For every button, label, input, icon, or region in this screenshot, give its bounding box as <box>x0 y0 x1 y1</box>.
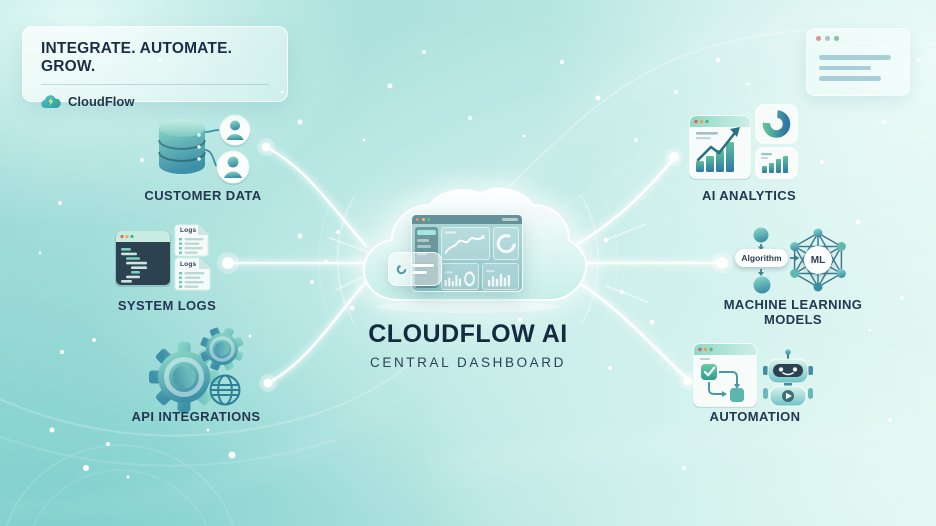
gear-small-icon <box>200 327 244 371</box>
bar-chart-panel <box>481 263 519 291</box>
brand-name: CloudFlow <box>68 94 135 109</box>
window-dot-red <box>816 35 821 41</box>
mini-donut-icon <box>396 264 407 274</box>
dashboard-titlebar <box>412 215 522 224</box>
automation-label: AUTOMATION <box>709 409 801 424</box>
robot-icon <box>763 349 813 407</box>
window-dot-yellow <box>421 218 425 221</box>
database-user-links <box>204 129 220 167</box>
line-chart-panel <box>441 227 490 261</box>
globe-icon <box>209 374 241 406</box>
mini-card-lines <box>412 264 434 274</box>
user-badge-icon <box>216 150 250 186</box>
bar-chart-icon <box>755 147 798 179</box>
gear-large-icon <box>149 342 219 412</box>
workflow-window-icon <box>693 343 757 408</box>
particle-dots <box>38 50 920 479</box>
titlebar-pill <box>502 218 518 221</box>
browser-window-icon <box>806 28 910 96</box>
header-card: INTEGRATE. AUTOMATE. GROW. CloudFlow <box>22 26 288 109</box>
api-integrations-label: API INTEGRATIONS <box>131 409 261 424</box>
pie-chart-icon <box>755 104 798 144</box>
bar-chart-panel <box>441 263 479 291</box>
center-title-block: CLOUDFLOW AI CENTRAL DASHBOARD <box>318 320 618 370</box>
database-icon <box>158 119 206 174</box>
window-dot-green <box>834 35 839 41</box>
window-dot-grey <box>825 35 830 41</box>
log-doc-title: Logs <box>180 227 197 234</box>
log-document-icon <box>174 224 209 257</box>
log-document-icon <box>174 257 211 291</box>
divider <box>41 84 269 85</box>
ml-models-label: MACHINE LEARNING MODELS <box>723 297 863 327</box>
donut-chart-panel <box>492 227 519 261</box>
algorithm-pill: Algorithm <box>735 249 788 267</box>
code-window-icon <box>115 231 171 287</box>
ai-analytics-label: AI ANALYTICS <box>701 188 797 203</box>
window-dot-green <box>427 218 430 221</box>
analytics-window-icon <box>689 115 751 180</box>
mini-stats-card <box>388 252 442 286</box>
customer-data-label: CUSTOMER DATA <box>144 188 262 203</box>
window-dot-red <box>416 218 419 221</box>
tagline-text: INTEGRATE. AUTOMATE. GROW. <box>41 40 233 75</box>
connector-lines <box>225 144 725 386</box>
sidebar-active-item <box>417 230 436 235</box>
log-doc-title: Logs <box>180 261 197 268</box>
brand-row: CloudFlow <box>41 94 269 109</box>
system-logs-label: SYSTEM LOGS <box>117 298 217 313</box>
user-badge-icon <box>219 114 251 148</box>
browser-placeholder-lines <box>807 48 909 81</box>
page-subtitle: CENTRAL DASHBOARD <box>370 355 566 370</box>
page-title: CLOUDFLOW AI <box>368 320 568 348</box>
cloudflow-logo-icon <box>41 95 61 109</box>
ml-node: ML <box>804 246 832 274</box>
connector-endpoint-dots <box>217 138 733 392</box>
flow-diagram-icon <box>753 227 800 294</box>
browser-titlebar <box>807 29 909 48</box>
